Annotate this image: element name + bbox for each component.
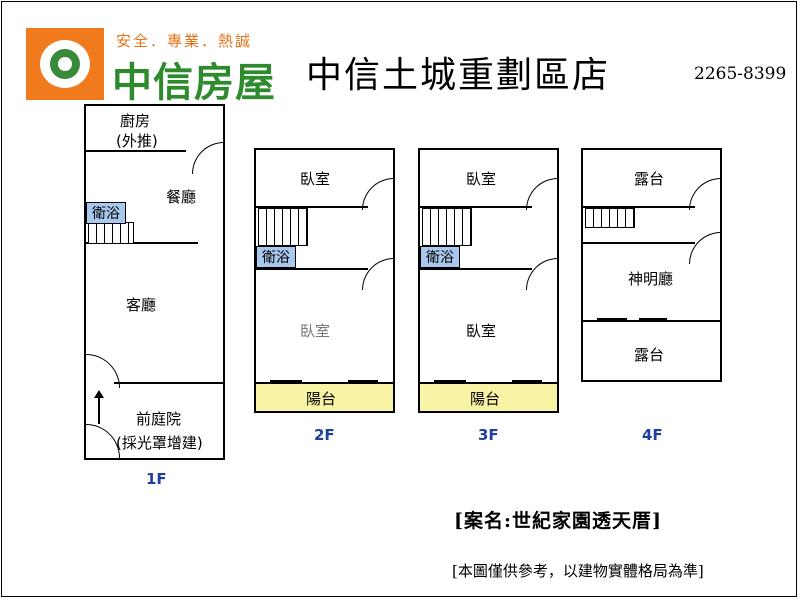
floor-label-4f: 4F [642,426,663,444]
bathroom-label: 衛浴 [92,206,120,222]
floorplan-2f: 衛浴 [254,148,395,413]
staircase [585,208,635,228]
sliding-door [270,380,302,384]
door-swing-icon [362,258,394,290]
room-front-yard-note: (採光罩增建) [116,434,203,452]
bathroom: 衛浴 [256,246,296,268]
floor-label-3f: 3F [478,426,499,444]
room-terrace-top: 露台 [634,170,665,188]
room-balcony: 陽台 [470,390,501,408]
room-terrace-bottom: 露台 [634,346,665,364]
wall [114,382,225,384]
bathroom-label: 衛浴 [262,250,290,266]
sliding-door [512,380,542,384]
room-kitchen: 廚房 [120,112,151,130]
wall [420,206,532,208]
wall [86,150,186,152]
store-name: 中信土城重劃區店 [306,55,611,96]
bathroom: 衛浴 [420,246,460,268]
door-swing-icon [86,424,120,458]
brand-slogan: 安全．專業．熱誠 [116,32,253,50]
door-swing-icon [526,178,558,210]
sliding-door [597,318,627,322]
brand-name: 中信房屋 [112,60,276,106]
room-bedroom-top: 臥室 [466,170,497,188]
room-bedroom-bottom: 臥室 [466,322,497,340]
arrow-head-icon [94,390,104,398]
door-swing-icon [526,258,558,290]
wall [420,268,532,270]
wall [86,242,198,244]
staircase [88,222,134,244]
room-balcony: 陽台 [306,390,337,408]
wall [256,268,368,270]
wall [256,206,368,208]
sliding-door [348,380,378,384]
room-bedroom-bottom: 臥室 [300,322,331,340]
door-swing-icon [689,178,721,210]
room-shrine: 神明廳 [628,270,674,288]
sliding-door [639,318,667,322]
staircase [258,208,308,246]
wall [583,206,695,208]
logo-emblem-icon [40,40,90,88]
case-name: [案名:世紀家園透天厝] [454,510,662,532]
door-swing-icon [362,178,394,210]
floor-label-1f: 1F [146,470,167,488]
floorplan-3f: 衛浴 [418,148,559,413]
balcony [420,382,557,411]
brand-logo [26,28,104,100]
room-living: 客廳 [126,296,157,314]
disclaimer: [本圖僅供參考，以建物實體格局為準] [452,562,704,580]
arrow-up-icon [98,396,100,424]
floorplan-4f [581,148,722,382]
staircase [422,208,472,246]
bathroom: 衛浴 [86,202,126,224]
sliding-door [434,380,466,384]
room-kitchen-note: (外推) [116,132,158,150]
bathroom-label: 衛浴 [426,250,454,266]
floorplan-1f: 衛浴 [84,104,225,460]
door-swing-icon [689,232,721,264]
room-dining: 餐廳 [166,188,197,206]
room-front-yard: 前庭院 [136,410,182,428]
balcony [256,382,393,411]
door-swing-icon [86,354,120,388]
wall [583,242,695,244]
room-bedroom-top: 臥室 [300,170,331,188]
phone-number: 2265-8399 [694,64,787,84]
door-swing-icon [192,142,224,174]
floor-label-2f: 2F [314,426,335,444]
